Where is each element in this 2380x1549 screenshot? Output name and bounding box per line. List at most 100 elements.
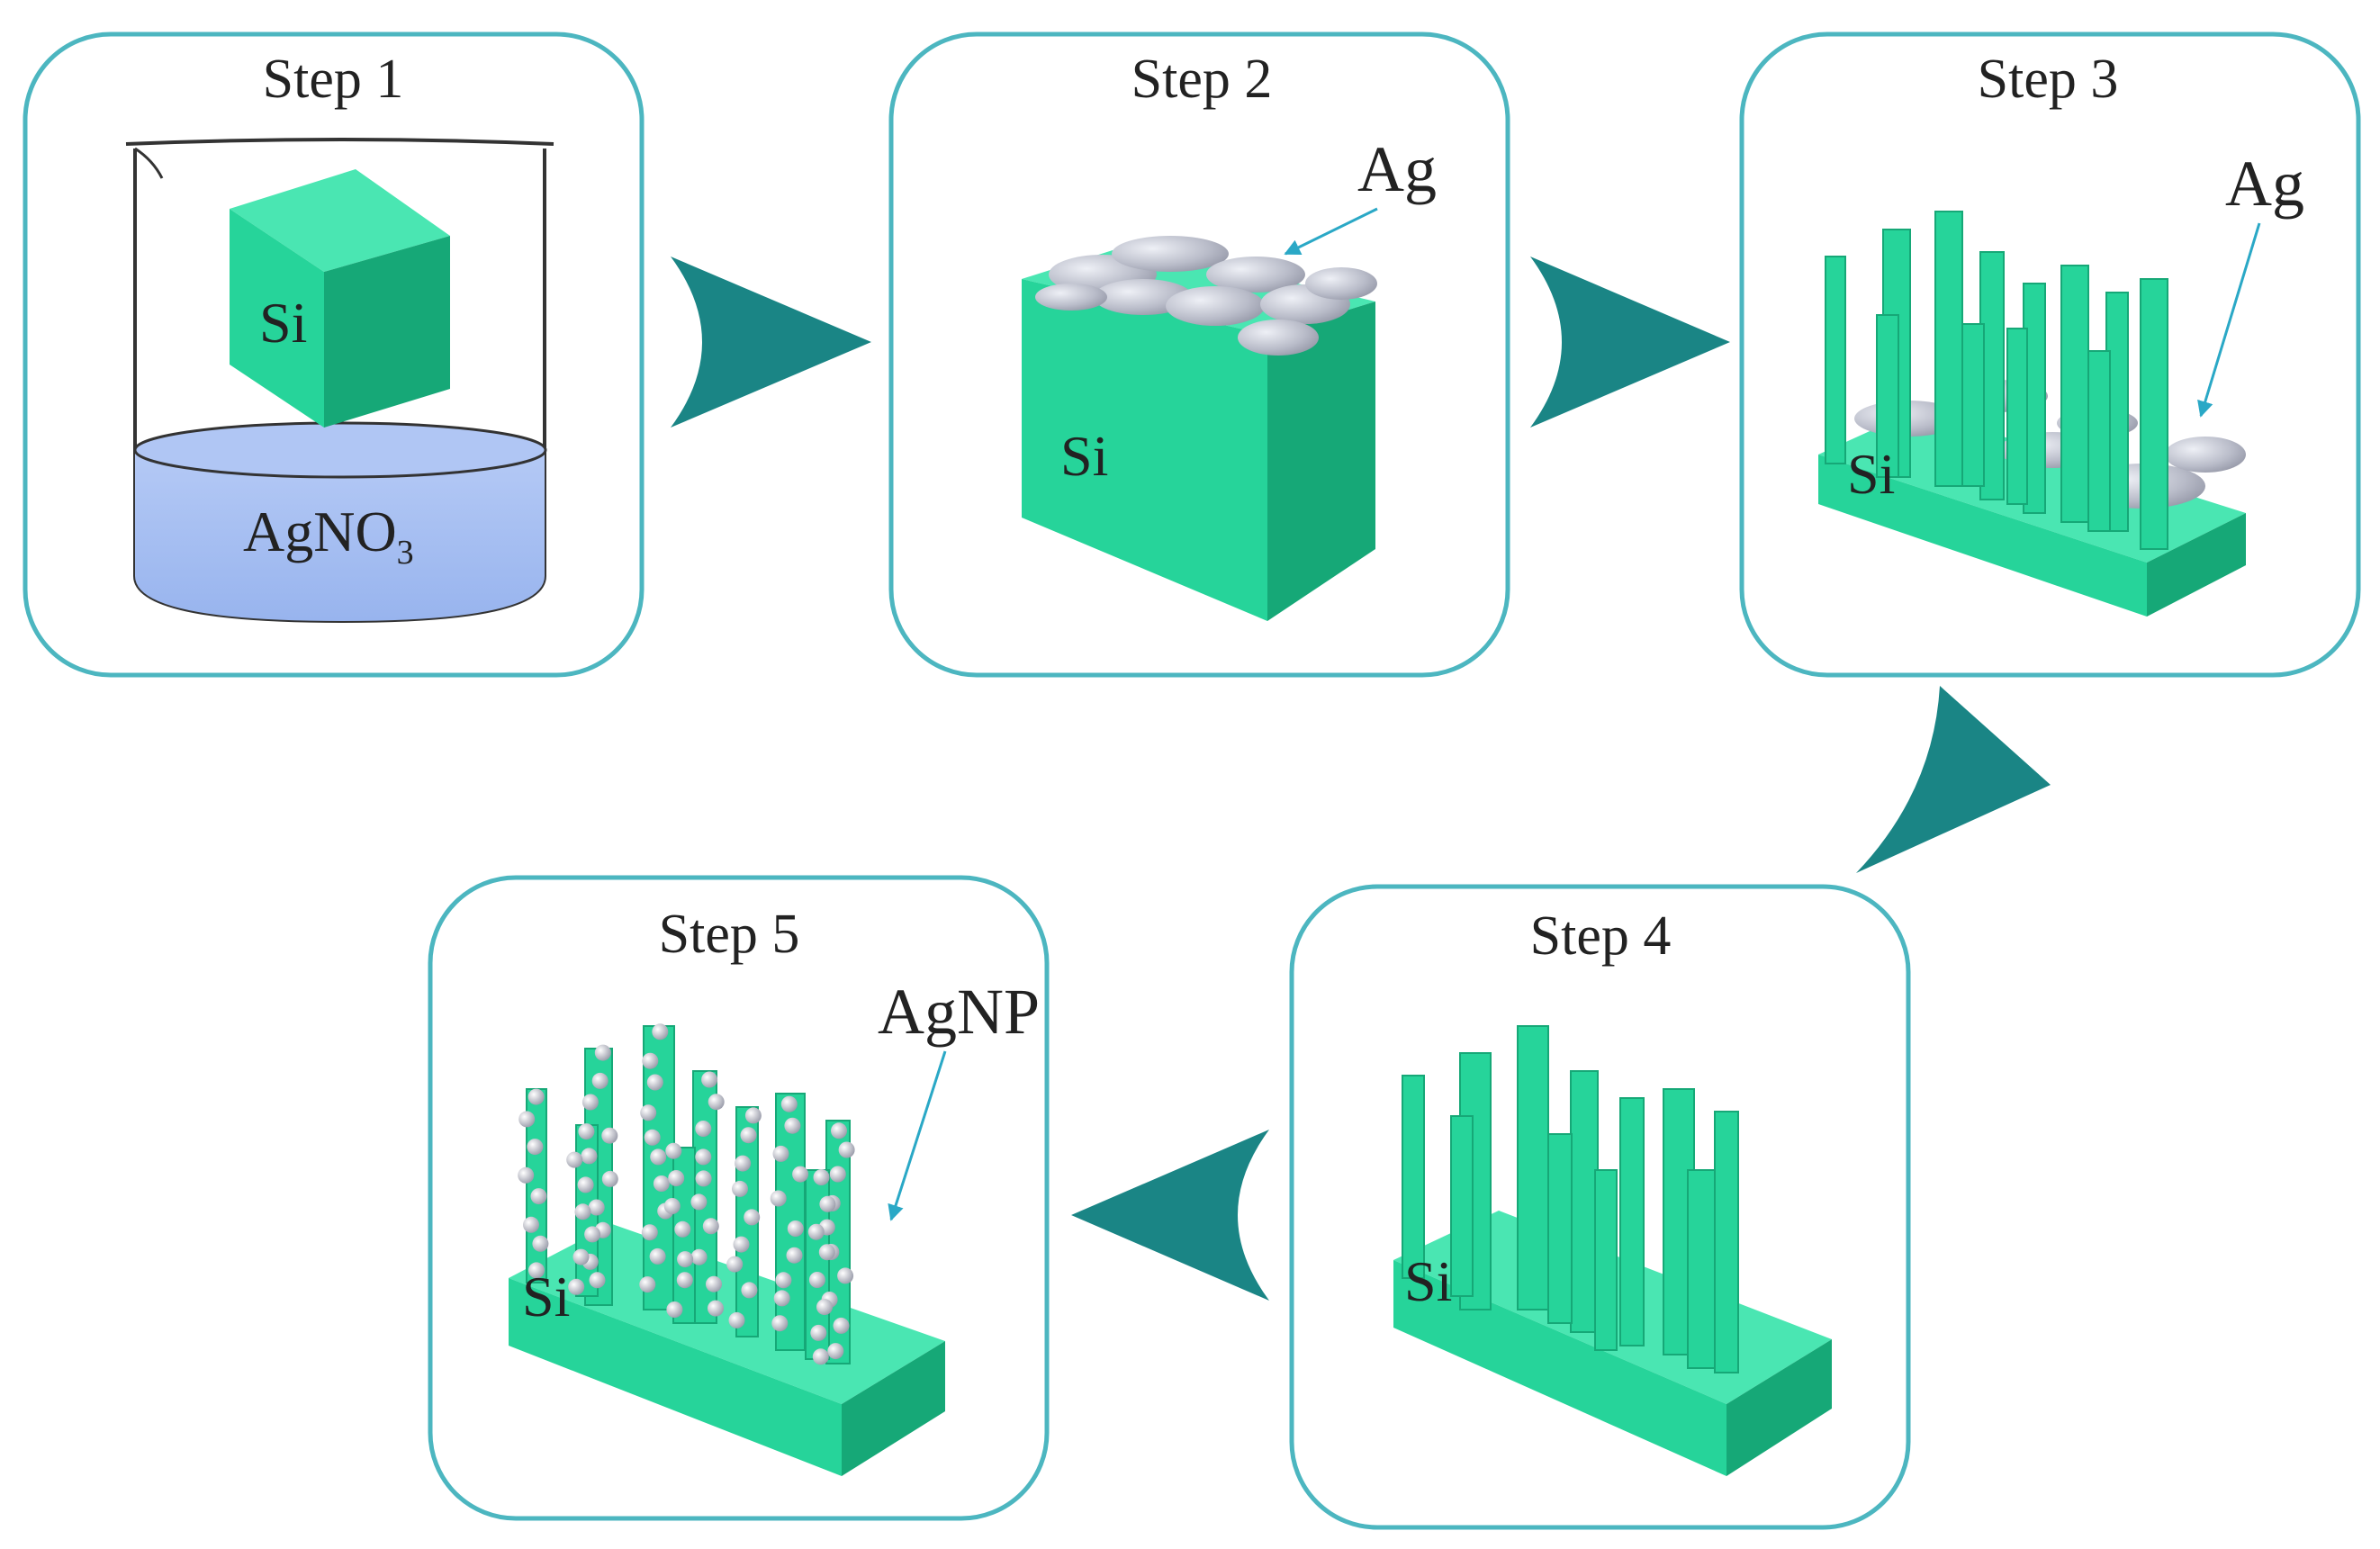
silver-nanoparticle	[827, 1343, 844, 1360]
flow-arrow-3-to-4	[1856, 686, 2051, 873]
step-5-frame	[428, 875, 1050, 1521]
silver-nanoparticle	[818, 1244, 835, 1261]
silver-nanoparticle	[528, 1262, 545, 1279]
silver-nanoparticle	[829, 1166, 846, 1183]
silver-nanoparticle	[653, 1175, 670, 1192]
silver-nanoparticle	[744, 1209, 761, 1226]
silver-nanoparticle	[577, 1176, 594, 1193]
silver-nanoparticle	[838, 1141, 855, 1158]
silver-nanoparticle	[649, 1247, 666, 1265]
silver-nanoparticle	[770, 1190, 787, 1207]
silver-nanoparticle	[665, 1142, 682, 1159]
silver-nanoparticle	[787, 1220, 804, 1237]
silver-nanoparticle	[695, 1170, 712, 1187]
silver-nanoparticle	[642, 1052, 659, 1069]
silver-nanoparticle	[594, 1044, 611, 1061]
silver-nanoparticle	[706, 1275, 722, 1292]
silver-nanoparticle	[708, 1300, 724, 1317]
silver-nanoparticle	[690, 1193, 708, 1211]
silver-nanoparticle	[808, 1272, 825, 1288]
silver-nanoparticle	[695, 1148, 712, 1166]
silver-nanoparticle	[639, 1276, 656, 1293]
silver-nanoparticles	[518, 1023, 855, 1365]
silver-nanoparticle	[775, 1272, 792, 1289]
silver-nanoparticle	[644, 1129, 661, 1146]
si-label-step2: Si	[1060, 424, 1108, 488]
step-5-title: Step 5	[659, 904, 800, 965]
ag-label-step2: Ag	[1357, 133, 1437, 205]
solution-liquid	[135, 429, 545, 621]
si-label-step4: Si	[1404, 1249, 1452, 1313]
silver-nanoparticle	[740, 1127, 757, 1144]
silver-nanoparticle	[591, 1072, 609, 1089]
flow-arrow-1-to-2	[671, 257, 871, 428]
nanowire-pillars-step4	[1402, 1025, 1739, 1373]
silver-nanoparticle	[676, 1272, 693, 1289]
silver-nanoparticle	[584, 1226, 601, 1243]
step-3-title: Step 3	[1978, 49, 2119, 110]
silver-nanoparticle	[812, 1348, 829, 1365]
silver-nanoparticle	[641, 1224, 658, 1241]
silver-nanoparticle	[771, 1315, 789, 1332]
silver-nanoparticle	[581, 1148, 598, 1165]
flow-arrow-4-to-5	[1071, 1130, 1269, 1301]
ag-label-step3: Ag	[2225, 148, 2304, 220]
silver-nanoparticle	[668, 1170, 685, 1186]
silver-nanoparticle	[568, 1278, 585, 1295]
step-3-panel: Step 3 Si	[1739, 32, 2361, 678]
silver-nanoparticle	[819, 1195, 836, 1212]
silver-nanoparticle	[690, 1248, 708, 1265]
silver-nanoparticle	[807, 1223, 825, 1240]
step-1-frame	[23, 32, 645, 678]
si-label-step1: Si	[259, 291, 307, 355]
silver-nanoparticle	[581, 1094, 599, 1111]
nanowire-pillars-step3	[1825, 211, 2168, 550]
silver-nanoparticle	[574, 1203, 591, 1220]
silver-nanoparticle	[732, 1180, 748, 1197]
silver-nanoparticle	[702, 1218, 719, 1235]
silver-nanoparticle	[652, 1023, 669, 1040]
silver-nanoparticle	[601, 1127, 618, 1144]
silver-nanoparticle	[741, 1282, 758, 1299]
silver-nanoparticle	[726, 1256, 744, 1273]
step-4-title: Step 4	[1530, 905, 1672, 967]
silver-nanoparticle	[640, 1104, 657, 1121]
silver-nanoparticle	[816, 1299, 833, 1316]
silver-nanoparticle	[518, 1166, 535, 1184]
si-cube	[230, 169, 450, 428]
silver-nanoparticle	[578, 1123, 595, 1140]
si-label-step3: Si	[1847, 442, 1895, 506]
silver-nanoparticle	[518, 1111, 536, 1128]
silver-nanoparticle	[677, 1251, 694, 1268]
silver-nanoparticle	[733, 1236, 750, 1253]
silver-nanoparticle	[695, 1121, 712, 1137]
step-2-title: Step 2	[1131, 49, 1273, 110]
step-3-frame	[1739, 32, 2361, 678]
step-1-title: Step 1	[263, 49, 404, 110]
agnp-label: AgNP	[878, 976, 1040, 1048]
silver-nanoparticle	[646, 1074, 663, 1091]
silver-nanoparticle	[833, 1317, 850, 1334]
silver-nanoparticle	[666, 1301, 683, 1318]
step-4-frame	[1289, 884, 1911, 1530]
silver-nanoparticle	[786, 1247, 803, 1264]
beaker-icon	[125, 138, 554, 624]
silver-nanoparticle	[650, 1148, 667, 1166]
silver-nanoparticle	[837, 1267, 854, 1284]
silver-nanoparticle	[810, 1324, 827, 1341]
step-4-panel: Step 4 Si	[1289, 884, 1911, 1530]
silver-nanoparticle	[527, 1139, 544, 1156]
silver-nanoparticle	[792, 1166, 809, 1183]
silver-nanoparticle	[813, 1169, 830, 1185]
silver-nanoparticle	[701, 1071, 718, 1088]
silver-nanoparticle	[735, 1155, 752, 1172]
silver-nanoparticle	[589, 1272, 606, 1289]
ag-pointer-step3	[2197, 222, 2261, 418]
silver-nanoparticle	[674, 1220, 691, 1238]
agno3-label: AgNO3	[243, 500, 414, 572]
silver-nanoparticle	[532, 1235, 549, 1252]
silver-nanoparticle	[663, 1198, 681, 1214]
silver-nanoparticle	[566, 1151, 583, 1168]
step-5-panel: Step 5 Si AgNP	[428, 875, 1050, 1521]
